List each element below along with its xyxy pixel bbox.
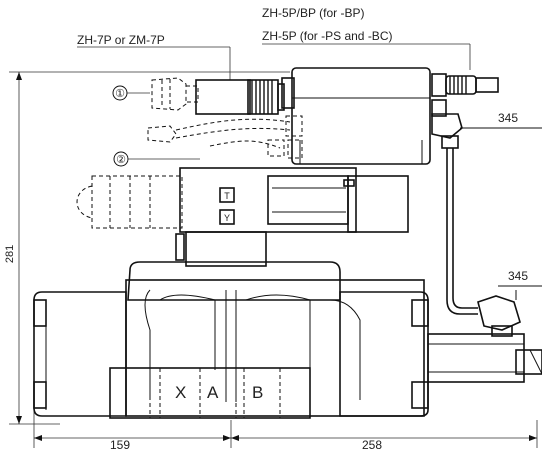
right-length-label: 258: [362, 438, 382, 450]
port-y-label: Y: [224, 213, 230, 223]
alternate-cable: [147, 115, 303, 159]
port-a-label: A: [207, 383, 219, 402]
port-t-label: T: [224, 191, 230, 201]
left-length-label: 159: [110, 438, 130, 450]
position-transducer: [427, 333, 542, 383]
port-x-label: X: [175, 383, 186, 402]
height-dimension: 281: [4, 71, 290, 425]
pilot-valve: T Y: [76, 167, 409, 267]
connector-right-label-2: ZH-5P (for -PS and -BC): [262, 29, 392, 43]
connector-right-label-1: ZH-5P/BP (for -BP): [262, 6, 364, 20]
feedback-connector: [431, 73, 499, 117]
port-b-label: B: [252, 383, 263, 402]
main-connector: [195, 79, 285, 115]
height-dimension-label: 281: [4, 245, 16, 263]
electronics-housing: [281, 67, 431, 165]
callout-2-label: ②: [116, 154, 126, 166]
callout-2: ②: [113, 151, 200, 167]
cable-upper-label: 345: [498, 111, 518, 125]
connector-left-label: ZH-7P or ZM-7P: [77, 33, 165, 47]
callout-1-label: ①: [115, 88, 125, 100]
cable-lower-label: 345: [508, 269, 528, 283]
length-dimension: 159 258: [33, 400, 538, 450]
angle-connector-lower: 345: [477, 269, 542, 337]
angle-connector-upper: 345: [431, 111, 542, 315]
callout-1: ①: [112, 77, 199, 111]
main-valve-body: X A B: [33, 261, 429, 419]
